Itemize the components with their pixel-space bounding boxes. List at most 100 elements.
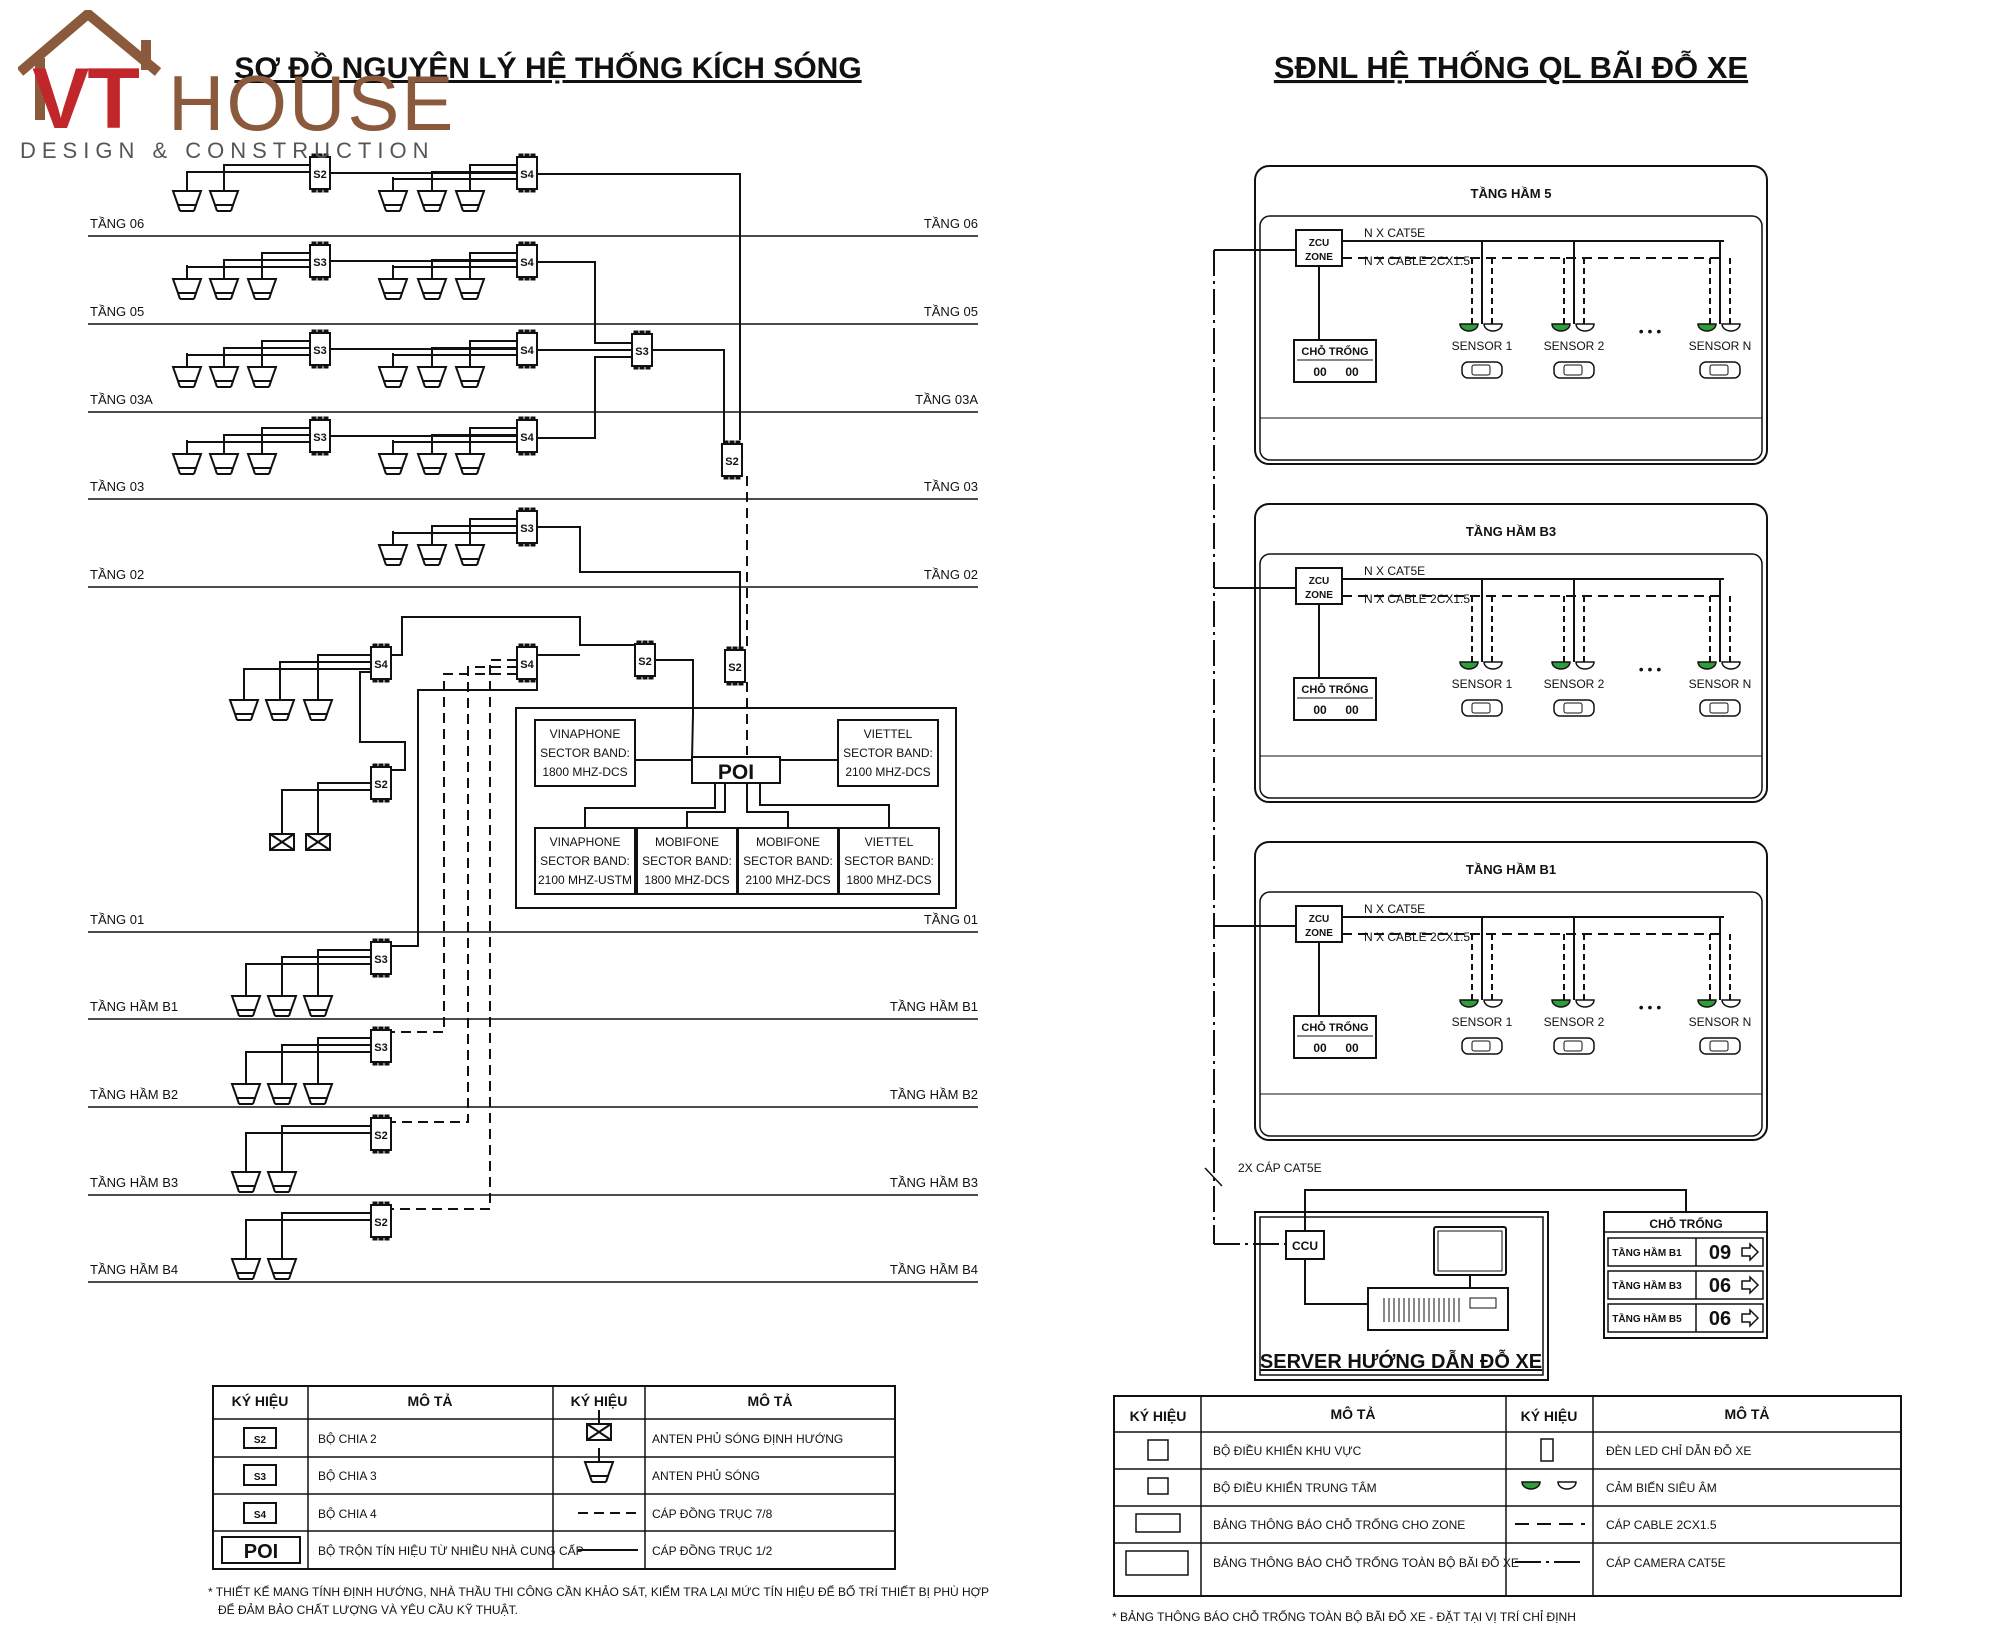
- antenna-base: [250, 713, 254, 721]
- poi-input: [759, 783, 890, 828]
- splitter-port: [518, 542, 524, 547]
- splitter-port: [732, 681, 738, 686]
- omni-antenna-icon: [208, 353, 240, 388]
- splitter-port: [378, 1026, 384, 1031]
- splitter-label: S3: [374, 1042, 387, 1054]
- antenna-base: [236, 1097, 240, 1105]
- antenna-base: [460, 204, 464, 212]
- splitter-label: S4: [374, 659, 388, 671]
- legend-header-symbol: KÝ HIỆU: [1130, 1407, 1187, 1424]
- logo-house: HOUSE: [168, 59, 456, 147]
- splitter-port: [311, 451, 317, 456]
- antenna-base: [422, 467, 426, 475]
- feeder-cable: [245, 1219, 371, 1245]
- legend-desc: BẢNG THÔNG BÁO CHỖ TRỐNG CHO ZONE: [1213, 1517, 1465, 1532]
- antenna-base: [236, 1185, 240, 1193]
- splitter-port: [317, 329, 323, 334]
- ccu-label: CCU: [1292, 1239, 1318, 1253]
- legend-zone-display-icon: [1135, 1513, 1181, 1533]
- splitter-port: [518, 153, 524, 158]
- legend-desc: CẢM BIẾN SIÊU ÂM: [1606, 1480, 1717, 1495]
- antenna-base: [252, 1272, 256, 1280]
- server-bay: [1469, 1297, 1497, 1309]
- antenna-cross: [269, 833, 295, 851]
- cat5e-label: N X CAT5E: [1364, 564, 1425, 578]
- feeder-cable: [223, 347, 310, 353]
- splitter-s3-icon: S3: [631, 330, 653, 370]
- zone-display-title: CHỖ TRỐNG: [1301, 344, 1368, 358]
- antenna-base: [460, 380, 464, 388]
- panel-title: TẦNG HẦM B3: [1466, 524, 1556, 539]
- antenna-base: [272, 1185, 276, 1193]
- board-row-label: TẦNG HẦM B1: [1612, 1246, 1682, 1259]
- antenna-base: [286, 713, 290, 721]
- antenna-dome: [171, 366, 203, 382]
- splitter-port: [378, 763, 384, 768]
- antenna-base: [460, 292, 464, 300]
- splitter-port: [311, 329, 317, 334]
- omni-antenna-icon: [171, 265, 203, 300]
- legend-desc: ĐÈN LED CHỈ DẪN ĐỖ XE: [1606, 1443, 1751, 1458]
- splitter-port: [518, 416, 524, 421]
- antenna-dome: [246, 366, 278, 382]
- omni-antenna-icon: [302, 686, 334, 721]
- splitter-label: S2: [374, 1217, 387, 1229]
- led-indicator-icon: [1459, 999, 1479, 1008]
- splitter-port: [723, 475, 729, 480]
- splitter-label: S4: [520, 169, 534, 181]
- logo-vt: VT: [32, 51, 140, 147]
- legend-desc: ANTEN PHỦ SÓNG ĐỊNH HƯỚNG: [652, 1431, 843, 1446]
- antenna-dome: [246, 453, 278, 469]
- antenna-base: [252, 380, 256, 388]
- antenna-base: [252, 1009, 256, 1017]
- splitter-port: [735, 440, 741, 445]
- omni-antenna-icon: [230, 1245, 262, 1280]
- cable-label: N X CABLE 2CX1.5: [1364, 930, 1470, 944]
- panel-inner: [1259, 891, 1763, 1137]
- panel-inner: [1259, 553, 1763, 799]
- sensor-label: SENSOR N: [1689, 677, 1752, 691]
- splitter-port: [524, 276, 530, 281]
- left-note-1: * THIẾT KẾ MANG TÍNH ĐỊNH HƯỚNG, NHÀ THẦ…: [208, 1584, 989, 1599]
- feeder-cable: [279, 661, 371, 686]
- legend-header-desc: MÔ TẢ: [407, 1392, 452, 1409]
- antenna-base: [476, 380, 480, 388]
- splitter-label: S2: [313, 169, 326, 181]
- antenna-base: [308, 713, 312, 721]
- antenna-base: [438, 467, 442, 475]
- splitter-port: [636, 675, 642, 680]
- trunk-cable: [537, 356, 632, 439]
- ultrasonic-sensor-icon: [1483, 323, 1503, 332]
- splitter-label: S4: [520, 257, 534, 269]
- splitter-port: [518, 241, 524, 246]
- antenna-base: [383, 467, 387, 475]
- antenna-base: [399, 467, 403, 475]
- antenna-base: [399, 558, 403, 566]
- splitter-port: [633, 365, 639, 370]
- feeder-cable: [281, 1125, 371, 1158]
- sensor-ellipsis: • • •: [1639, 999, 1662, 1015]
- antenna-dome: [266, 995, 298, 1011]
- floor-label-right: TẦNG 03: [924, 479, 978, 494]
- antenna-base: [252, 467, 256, 475]
- splitter-s4-icon: S4: [516, 416, 538, 456]
- provider-band: SECTOR BAND:: [844, 854, 934, 868]
- antenna-dome: [171, 278, 203, 294]
- splitter-port: [372, 643, 378, 648]
- omni-antenna-icon: [246, 353, 278, 388]
- splitter-port: [633, 330, 639, 335]
- provider-freq: 1800 MHZ-DCS: [644, 873, 729, 887]
- splitter-port: [530, 542, 536, 547]
- legend-desc: ANTEN PHỦ SÓNG: [652, 1468, 760, 1483]
- monitor-screen: [1433, 1226, 1507, 1276]
- house-roof-icon: [18, 10, 162, 120]
- antenna-cross: [305, 833, 331, 851]
- car-body: [1553, 1037, 1595, 1055]
- cat5e-label: N X CAT5E: [1364, 226, 1425, 240]
- antenna-dome: [230, 1083, 262, 1099]
- antenna-dome: [266, 1083, 298, 1099]
- sensor-ellipsis: • • •: [1639, 323, 1662, 339]
- cable-7-8: [391, 666, 517, 1123]
